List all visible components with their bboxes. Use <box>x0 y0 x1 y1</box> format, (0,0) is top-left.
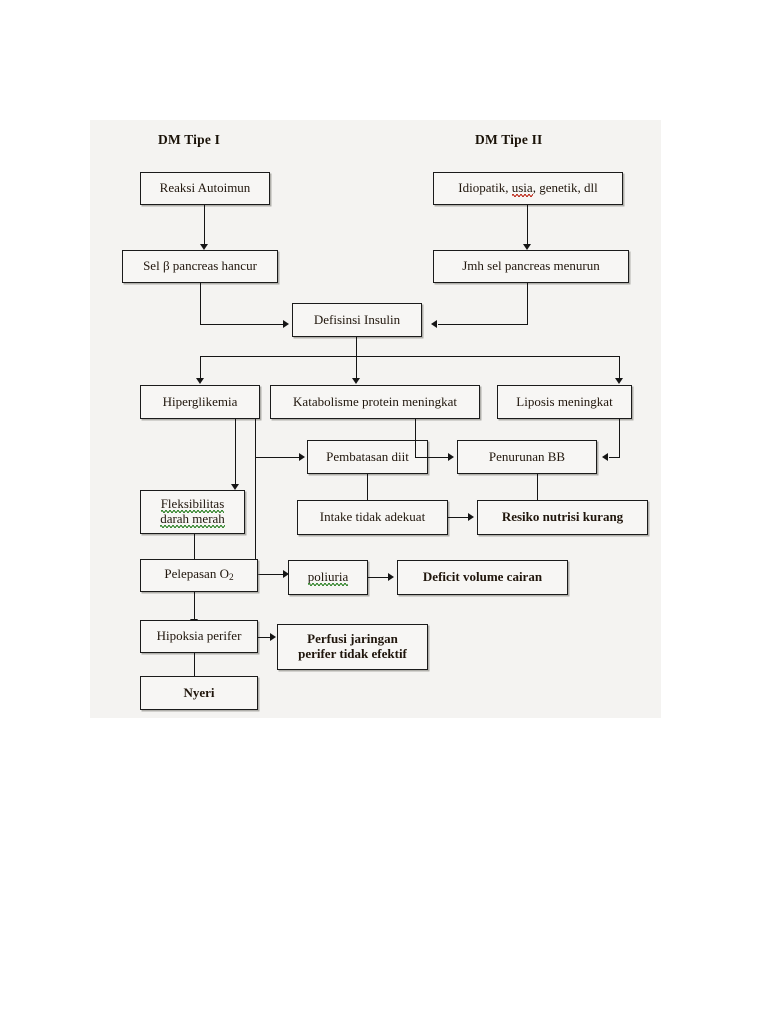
idiopatik-text-2: , genetik, dll <box>532 180 598 196</box>
perfusi-line-1: Perfusi jaringan <box>307 631 398 647</box>
arrowhead-intake-to-resiko <box>468 513 474 521</box>
node-sel-beta-pancreas-hancur[interactable]: Sel β pancreas hancur <box>122 250 278 283</box>
node-intake-tidak-adekuat[interactable]: Intake tidak adekuat <box>297 500 448 535</box>
node-pembatasan-diit-label: Pembatasan diit <box>326 448 409 464</box>
connector-defisinsi-down <box>356 337 358 357</box>
connector-autoimun-to-selbeta <box>204 205 206 245</box>
node-idiopatik-label: Idiopatik, usia, genetik, dll <box>453 180 602 197</box>
node-poliuria-label: poliuria <box>303 569 353 586</box>
perfusi-line-2: perifer tidak efektif <box>298 646 407 661</box>
arrowhead-idiopatik-to-jmhsel <box>523 244 531 250</box>
idiopatik-misspelled-word: usia <box>511 180 533 197</box>
connector-penurunan-to-resiko <box>537 474 539 505</box>
connector-hipoksia-to-perfusi <box>258 637 272 639</box>
connector-intake-to-resiko <box>448 517 470 519</box>
connector-idiopatik-to-jmhsel <box>527 205 529 245</box>
arrowhead-hipoksia-to-perfusi <box>270 633 276 641</box>
connector-liposis-down <box>619 419 621 457</box>
connector-hiperglikemia-branch-down <box>255 419 257 458</box>
fleksibilitas-line-2: darah merah <box>160 511 225 528</box>
connector-hiperglikemia-to-fleksibilitas <box>235 419 237 485</box>
node-reaksi-autoimun[interactable]: Reaksi Autoimun <box>140 172 270 205</box>
node-nyeri-label: Nyeri <box>183 684 215 700</box>
arrowhead-jmhsel-to-defisinsi <box>431 320 437 328</box>
connector-bus-to-katabolisme <box>356 356 358 380</box>
connector-jmhsel-down <box>527 283 529 325</box>
node-hipoksia-perifer[interactable]: Hipoksia perifer <box>140 620 258 653</box>
node-penurunan-bb[interactable]: Penurunan BB <box>457 440 597 474</box>
connector-katabolisme-to-penurunan <box>415 457 450 459</box>
node-deficit-volume-label: Deficit volume cairan <box>422 569 543 585</box>
node-resiko-nutrisi-label: Resiko nutrisi kurang <box>501 509 624 525</box>
node-idiopatik[interactable]: Idiopatik, usia, genetik, dll <box>433 172 623 205</box>
column-title-dm-tipe-2: DM Tipe II <box>475 132 543 147</box>
arrowhead-selbeta-to-defisinsi <box>283 320 289 328</box>
node-nyeri[interactable]: Nyeri <box>140 676 258 710</box>
arrowhead-bus-liposis <box>615 378 623 384</box>
idiopatik-text-1: Idiopatik, <box>458 180 512 196</box>
node-fleksibilitas-label: Fleksibilitas darah merah <box>155 496 230 528</box>
connector-pembatasan-to-intake <box>367 474 369 505</box>
node-poliuria[interactable]: poliuria <box>288 560 368 595</box>
fleksibilitas-line-1: Fleksibilitas <box>160 496 225 513</box>
node-katabolisme-label: Katabolisme protein meningkat <box>293 393 457 409</box>
node-defisinsi-insulin[interactable]: Defisinsi Insulin <box>292 303 422 337</box>
node-liposis-label: Liposis meningkat <box>516 393 613 409</box>
connector-bus-to-hiperglikemia <box>200 356 202 380</box>
node-defisinsi-insulin-label: Defisinsi Insulin <box>313 311 401 327</box>
node-hiperglikemia-label: Hiperglikemia <box>162 393 238 409</box>
node-fleksibilitas-darah-merah[interactable]: Fleksibilitas darah merah <box>140 490 245 534</box>
connector-hiperglikemia-to-poliuria-down <box>255 457 257 575</box>
node-penurunan-bb-label: Penurunan BB <box>488 448 566 464</box>
connector-jmhsel-left <box>438 324 528 326</box>
node-resiko-nutrisi-kurang[interactable]: Resiko nutrisi kurang <box>477 500 648 535</box>
node-deficit-volume-cairan[interactable]: Deficit volume cairan <box>397 560 568 595</box>
flowchart-canvas: DM Tipe I DM Tipe II Reaksi Autoimun Idi… <box>90 120 661 718</box>
connector-hiperglikemia-to-poliuria-right <box>255 574 285 576</box>
connector-hiperglikemia-to-pembatasan <box>255 457 300 459</box>
connector-hipoksia-to-nyeri <box>194 653 196 682</box>
node-hipoksia-perifer-label: Hipoksia perifer <box>156 628 242 644</box>
connector-poliuria-to-deficit <box>368 577 390 579</box>
connector-katabolisme-down <box>415 419 417 457</box>
node-pelepasan-o2[interactable]: Pelepasan O2 <box>140 559 258 592</box>
arrowhead-hiperglikemia-to-fleksibilitas <box>231 484 239 490</box>
arrowhead-hiperglikemia-to-poliuria <box>283 570 289 578</box>
arrowhead-katabolisme-to-penurunan <box>448 453 454 461</box>
node-intake-label: Intake tidak adekuat <box>319 509 426 525</box>
node-hiperglikemia[interactable]: Hiperglikemia <box>140 385 260 419</box>
node-liposis-meningkat[interactable]: Liposis meningkat <box>497 385 632 419</box>
connector-pelepasan-to-hipoksia <box>194 592 196 620</box>
connector-selbeta-right <box>200 324 284 326</box>
arrowhead-liposis-to-penurunan <box>602 453 608 461</box>
node-reaksi-autoimun-label: Reaksi Autoimun <box>159 180 251 196</box>
connector-liposis-to-penurunan <box>609 457 620 459</box>
arrowhead-bus-katabolisme <box>352 378 360 384</box>
connector-bus-to-liposis <box>619 356 621 380</box>
arrowhead-hiperglikemia-to-pembatasan <box>299 453 305 461</box>
node-perfusi-label: Perfusi jaringan perifer tidak efektif <box>293 632 412 661</box>
arrowhead-bus-hiperglikemia <box>196 378 204 384</box>
node-jmh-sel-pancreas-menurun[interactable]: Jmh sel pancreas menurun <box>433 250 629 283</box>
node-katabolisme-protein-meningkat[interactable]: Katabolisme protein meningkat <box>270 385 480 419</box>
poliuria-misspelled-word: poliuria <box>307 569 349 586</box>
arrowhead-poliuria-to-deficit <box>388 573 394 581</box>
node-pelepasan-o2-label: Pelepasan O2 <box>159 566 238 584</box>
connector-distribution-bus <box>200 356 620 358</box>
node-sel-beta-label: Sel β pancreas hancur <box>143 258 257 274</box>
node-perfusi-jaringan-perifer-tidak-efektif[interactable]: Perfusi jaringan perifer tidak efektif <box>277 624 428 670</box>
connector-selbeta-down <box>200 283 202 325</box>
connector-fleksibilitas-to-pelepasan <box>194 534 196 564</box>
arrowhead-autoimun-to-selbeta <box>200 244 208 250</box>
pelepasan-o2-text: Pelepasan O <box>164 566 229 582</box>
node-pembatasan-diit[interactable]: Pembatasan diit <box>307 440 428 474</box>
pelepasan-o2-subscript: 2 <box>228 573 234 584</box>
column-title-dm-tipe-1: DM Tipe I <box>158 132 221 147</box>
node-jmh-sel-label: Jmh sel pancreas menurun <box>462 258 600 274</box>
